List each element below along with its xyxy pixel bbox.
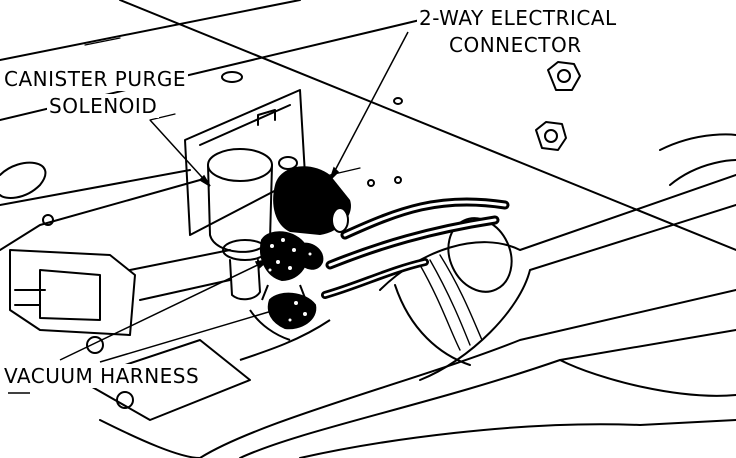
vacuum-harness — [239, 231, 331, 361]
leader-harness — [59, 258, 295, 363]
connector-callout-line1: 2-WAY ELECTRICAL — [417, 6, 619, 30]
fender-panel — [0, 0, 736, 251]
harness-callout: VACUUM HARNESS — [2, 364, 202, 388]
hex-nut-upper — [547, 61, 581, 91]
small-bolt — [42, 214, 54, 226]
solenoid-body — [207, 148, 273, 301]
leader-lines — [8, 31, 409, 394]
left-connector-block — [9, 249, 136, 409]
panel-edge — [0, 179, 201, 251]
lower-pipe — [199, 289, 736, 458]
hex-nut-lower — [535, 121, 567, 151]
electrical-connector — [273, 156, 351, 235]
connector-callout-line2: CONNECTOR — [447, 33, 584, 57]
left-cutout — [0, 161, 47, 199]
panel-hole — [221, 71, 243, 83]
lower-frame — [559, 359, 736, 397]
lower-left-frame — [79, 339, 251, 421]
hose-ribs — [419, 254, 483, 351]
solenoid-callout-line1: CANISTER PURGE — [2, 67, 189, 91]
leader-connector — [329, 31, 409, 181]
panel-hole-2 — [393, 97, 403, 105]
connector-wires — [321, 197, 510, 299]
leader-solenoid — [149, 119, 211, 187]
solenoid-callout-line2: SOLENOID — [47, 94, 160, 118]
large-hose — [379, 133, 736, 381]
